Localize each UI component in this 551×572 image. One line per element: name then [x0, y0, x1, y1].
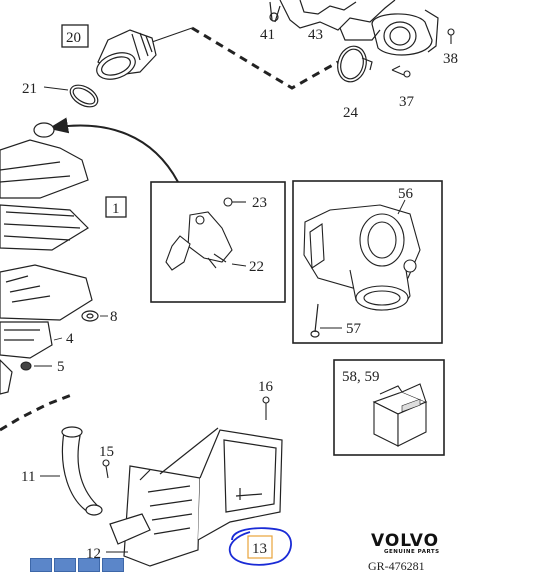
callout-15: 15 — [99, 444, 114, 460]
callout-20-box — [61, 24, 89, 48]
gasket-24 — [337, 45, 373, 83]
throttle-body-part — [303, 204, 421, 311]
brand-tagline: GENUINE PARTS — [384, 549, 440, 555]
callout-57: 57 — [346, 321, 362, 337]
annotation-circle — [228, 527, 292, 566]
leader-line — [151, 27, 193, 43]
screw-38 — [447, 28, 455, 44]
callout-58-59: 58, 59 — [342, 369, 380, 385]
callout-1-box — [105, 196, 127, 218]
callout-13: 13 — [252, 541, 267, 557]
diagram-reference: GR-476281 — [368, 559, 425, 570]
dashed-route-top — [191, 26, 339, 90]
callout-11: 11 — [21, 469, 35, 485]
callout-5: 5 — [57, 359, 65, 375]
callout-23: 23 — [252, 195, 267, 211]
callout-24: 24 — [343, 105, 359, 121]
resonator-part — [109, 427, 283, 567]
leader-lines-bottom — [40, 475, 128, 553]
screw-16 — [262, 396, 270, 420]
dashed-route-bottom — [0, 392, 75, 432]
top-housing-part — [269, 0, 439, 56]
screw-37 — [391, 65, 411, 78]
air-filter-housing-part — [0, 122, 93, 395]
leader-22 — [231, 263, 247, 267]
hose-clamp-part — [69, 84, 99, 108]
grommet-8 — [81, 310, 99, 322]
brand-logo-text: VOLVO — [371, 531, 439, 551]
callout-22: 22 — [249, 259, 264, 275]
callout-4: 4 — [66, 331, 74, 347]
callout-41: 41 — [260, 27, 275, 43]
callout-20: 20 — [66, 30, 81, 46]
callout-16: 16 — [258, 379, 274, 395]
pressure-sensor-part — [165, 197, 246, 271]
kit-package-part — [372, 383, 428, 447]
callout-13-box — [247, 535, 273, 559]
callout-1: 1 — [112, 201, 120, 217]
intake-pipe-part — [61, 426, 103, 516]
callout-56: 56 — [398, 186, 414, 202]
leader-lines-left — [34, 86, 108, 367]
intake-hose-part — [96, 29, 157, 80]
screw-15 — [102, 459, 110, 479]
callout-38: 38 — [443, 51, 458, 67]
callout-43: 43 — [308, 27, 323, 43]
reference-arrow — [48, 117, 179, 183]
leader-56 — [397, 199, 406, 215]
bolt-57 — [310, 303, 320, 338]
callout-21: 21 — [22, 81, 37, 97]
callout-37: 37 — [399, 94, 415, 110]
nut-5 — [20, 361, 32, 371]
callout-8: 8 — [110, 309, 118, 325]
